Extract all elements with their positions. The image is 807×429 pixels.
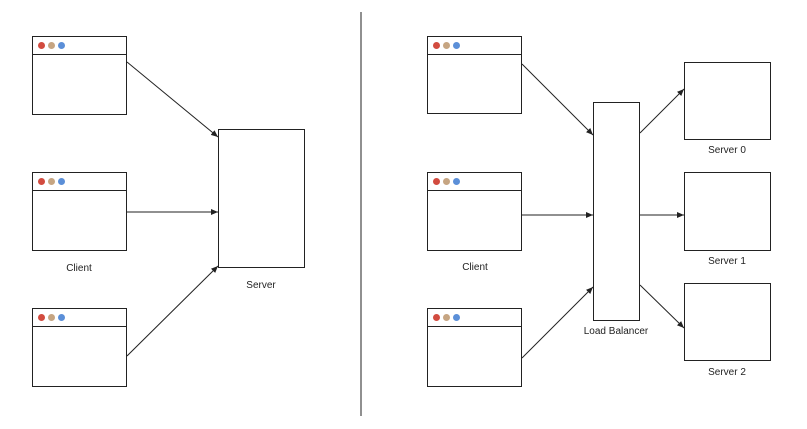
maximize-dot-icon bbox=[58, 314, 65, 321]
arrow-load-balancer-to-server-2 bbox=[639, 284, 685, 329]
client-window-2 bbox=[427, 172, 522, 251]
client-label: Client bbox=[462, 262, 488, 273]
minimize-dot-icon bbox=[443, 314, 450, 321]
close-dot-icon bbox=[38, 178, 45, 185]
maximize-dot-icon bbox=[58, 178, 65, 185]
maximize-dot-icon bbox=[453, 42, 460, 49]
minimize-dot-icon bbox=[48, 178, 55, 185]
arrow-client1-to-load-balancer bbox=[521, 63, 594, 136]
close-dot-icon bbox=[433, 42, 440, 49]
window-title-bar bbox=[428, 309, 521, 327]
maximize-dot-icon bbox=[453, 314, 460, 321]
server-box bbox=[218, 129, 305, 268]
close-dot-icon bbox=[433, 178, 440, 185]
client-window-1 bbox=[32, 36, 127, 115]
server-1-box bbox=[684, 172, 771, 251]
maximize-dot-icon bbox=[58, 42, 65, 49]
window-title-bar bbox=[33, 37, 126, 55]
maximize-dot-icon bbox=[453, 178, 460, 185]
arrow-client3-to-load-balancer bbox=[521, 286, 594, 359]
close-dot-icon bbox=[38, 314, 45, 321]
load-balancer-label: Load Balancer bbox=[583, 326, 649, 337]
client-window-1 bbox=[427, 36, 522, 114]
server-2-label: Server 2 bbox=[708, 367, 746, 378]
server-0-label: Server 0 bbox=[708, 145, 746, 156]
window-title-bar bbox=[33, 173, 126, 191]
window-title-bar bbox=[428, 37, 521, 55]
arrow-client1-to-server bbox=[126, 61, 219, 138]
server-0-box bbox=[684, 62, 771, 140]
minimize-dot-icon bbox=[443, 178, 450, 185]
minimize-dot-icon bbox=[48, 42, 55, 49]
close-dot-icon bbox=[38, 42, 45, 49]
client-window-3 bbox=[32, 308, 127, 387]
client-label: Client bbox=[66, 263, 92, 274]
arrow-client3-to-server bbox=[126, 265, 219, 357]
minimize-dot-icon bbox=[48, 314, 55, 321]
close-dot-icon bbox=[433, 314, 440, 321]
minimize-dot-icon bbox=[443, 42, 450, 49]
client-window-3 bbox=[427, 308, 522, 387]
window-title-bar bbox=[33, 309, 126, 327]
client-window-2 bbox=[32, 172, 127, 251]
server-2-box bbox=[684, 283, 771, 361]
load-balancer-box bbox=[593, 102, 640, 321]
server-label: Server bbox=[246, 280, 276, 291]
arrow-load-balancer-to-server-0 bbox=[639, 88, 685, 134]
window-title-bar bbox=[428, 173, 521, 191]
server-1-label: Server 1 bbox=[708, 256, 746, 267]
